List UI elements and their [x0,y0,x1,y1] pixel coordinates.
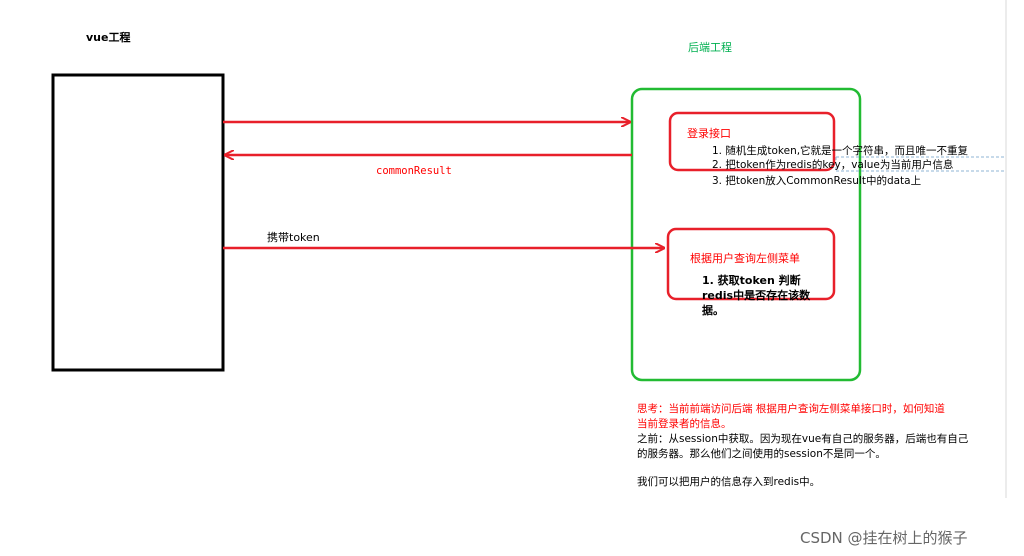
login-step-3: 3. 把token放入CommonResult中的data上 [712,175,922,187]
backend-label: 后端工程 [688,41,732,54]
response-label: commonResult [376,165,452,177]
request-label: 携带token [267,231,320,244]
watermark: CSDN @挂在树上的猴子 [800,529,968,547]
backend-box [630,87,862,382]
note-before-line-2: 的服务器。那么他们之间使用的session不是同一个。 [637,448,886,460]
login-api-box [668,111,836,172]
menu-step-line-3: 据。 [702,304,724,317]
menu-api-title: 根据用户查询左侧菜单 [690,252,800,265]
login-step-1: 1. 随机生成token,它就是一个字符串，而且唯一不重复 [712,145,969,157]
login-step-2: 2. 把token作为redis的key，value为当前用户信息 [712,159,954,171]
menu-step-line-1: 1. 获取token 判断 [702,274,801,287]
note-question-line-2: 当前登录者的信息。 [637,418,732,430]
note-before-line-1: 之前：从session中获取。因为现在vue有自己的服务器，后端也有自己 [637,433,969,445]
frontend-box [51,73,225,372]
menu-step-line-2: redis中是否存在该数 [702,289,811,302]
menu-api-box [666,227,836,301]
note-question-line-1: 思考：当前前端访问后端 根据用户查询左侧菜单接口时，如何知道 [637,403,945,415]
note-conclusion: 我们可以把用户的信息存入到redis中。 [637,476,821,488]
frontend-label: vue工程 [86,31,131,44]
login-api-title: 登录接口 [687,127,731,140]
